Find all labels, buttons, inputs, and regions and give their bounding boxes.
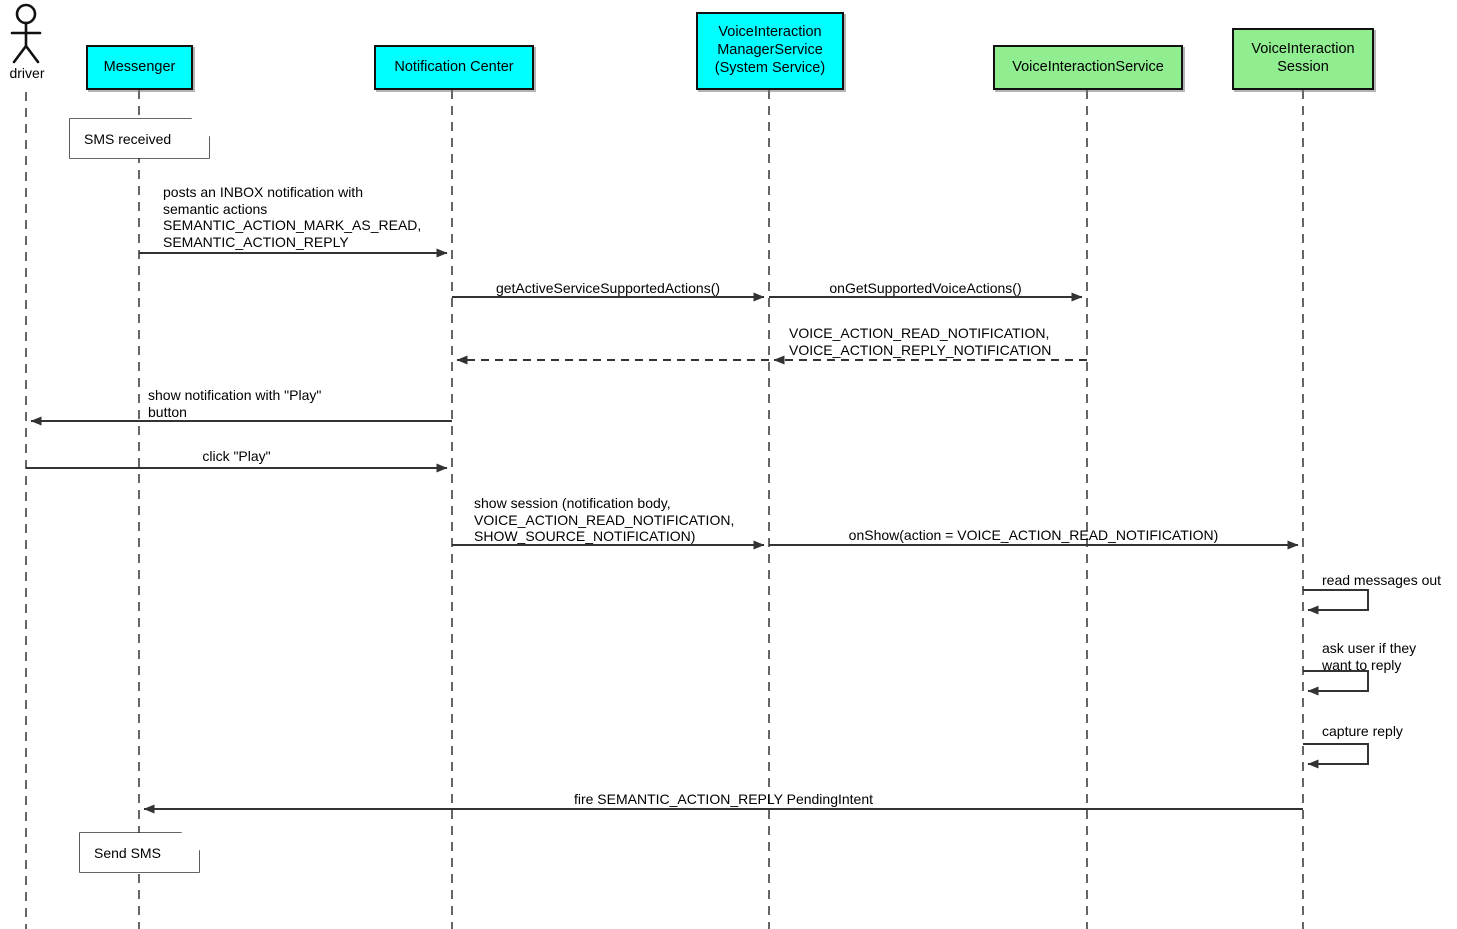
label-ask-user-reply: ask user if they want to reply (1322, 640, 1417, 673)
label-capture-reply: capture reply (1322, 723, 1403, 739)
participant-voiceinteraction-session[interactable]: VoiceInteraction Session (1232, 28, 1374, 90)
actor-driver-icon (10, 3, 42, 64)
participant-messenger[interactable]: Messenger (86, 45, 193, 90)
selfloop-read-messages-out (1303, 589, 1369, 615)
note-sms-received-label: SMS received (84, 130, 172, 147)
note-sms-received: SMS received (70, 119, 209, 158)
note-send-sms: Send SMS (80, 833, 199, 872)
label-show-session: show session (notification body, VOICE_A… (474, 495, 735, 545)
label-post-inbox-notification: posts an INBOX notification with semanti… (163, 184, 422, 250)
participant-voiceinteraction-managerservice[interactable]: VoiceInteraction ManagerService (System … (696, 12, 844, 90)
label-return-voice-actions: VOICE_ACTION_READ_NOTIFICATION, VOICE_AC… (789, 325, 1052, 358)
selfloop-ask-user-reply (1303, 670, 1369, 696)
label-click-play: click "Play" (202, 448, 271, 464)
label-get-active-service-supported-actions: getActiveServiceSupportedActions() (495, 280, 721, 296)
actor-driver-label: driver (9, 65, 45, 81)
label-fire-reply-pendingintent: fire SEMANTIC_ACTION_REPLY PendingIntent (573, 791, 874, 807)
participant-notification-center[interactable]: Notification Center (374, 45, 534, 90)
selfloop-capture-reply (1303, 743, 1369, 769)
label-on-get-supported-voice-actions: onGetSupportedVoiceActions() (829, 280, 1022, 296)
label-read-messages-out: read messages out (1322, 572, 1442, 588)
label-on-show: onShow(action = VOICE_ACTION_READ_NOTIFI… (848, 527, 1219, 543)
label-show-notification-with-play: show notification with "Play" button (148, 387, 322, 420)
participant-voiceinteractionservice[interactable]: VoiceInteractionService (993, 45, 1183, 90)
note-send-sms-label: Send SMS (94, 844, 161, 861)
